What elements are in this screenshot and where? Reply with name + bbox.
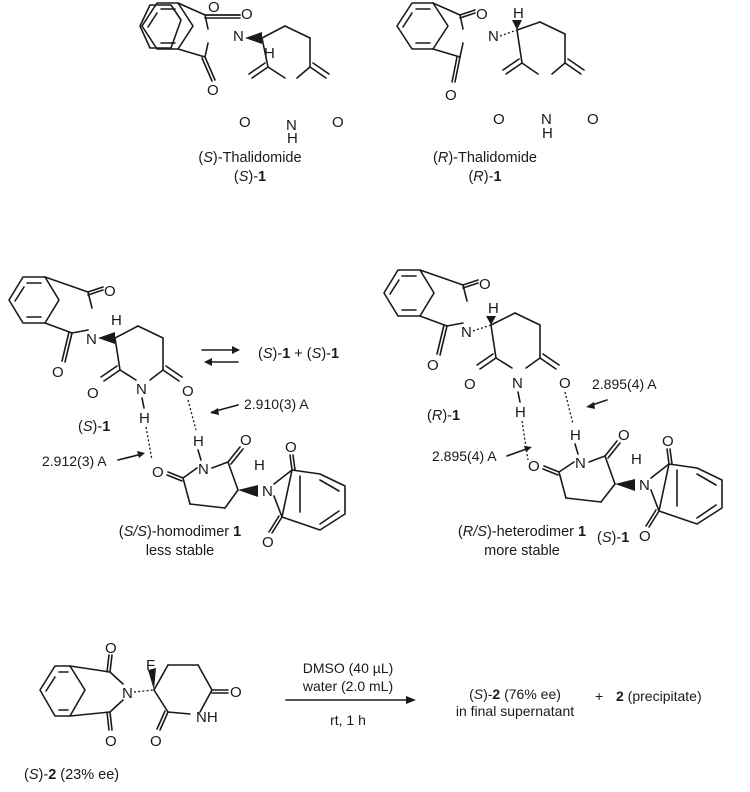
svg-text:O: O — [239, 114, 251, 131]
svg-text:O: O — [559, 375, 571, 392]
condition-dmso: DMSO (40 µL) — [302, 660, 394, 676]
svg-text:O: O — [207, 82, 219, 99]
r-thalidomide-label: (R)-Thalidomide (R)-1 — [405, 149, 565, 187]
svg-text:N: N — [461, 324, 472, 341]
svg-text:O: O — [476, 6, 488, 23]
svg-text:N: N — [488, 28, 499, 45]
heterodimer-hbond-distance-1: 2.895(4) A — [592, 376, 657, 392]
svg-text:H: H — [542, 125, 553, 142]
homodimer-stability: less stable — [145, 543, 215, 559]
svg-text:O: O — [152, 464, 164, 481]
product-label: (S)-2 (76% ee) in final supernatant — [445, 686, 585, 720]
svg-text:N: N — [198, 461, 209, 478]
svg-text:O: O — [639, 528, 651, 545]
heterodimer-name: (R/S)-heterodimer 1 — [457, 524, 587, 540]
svg-text:N: N — [541, 111, 552, 128]
svg-text:O: O — [240, 432, 252, 449]
svg-text:NH: NH — [196, 709, 218, 726]
svg-text:N: N — [639, 477, 650, 494]
heterodimer-r-monomer-label: (R)-1 — [427, 408, 461, 424]
svg-text:O: O — [87, 385, 99, 402]
homodimer-hbond-distance-1: 2.910(3) A — [244, 396, 309, 412]
svg-text:O: O — [464, 376, 476, 393]
svg-text:H: H — [513, 5, 524, 22]
reactant-label: (S)-2 (23% ee) — [24, 767, 120, 783]
s-thalidomide-id: (S)-1 — [233, 169, 267, 185]
byproduct-label: 2 (precipitate) — [616, 688, 702, 704]
svg-text:O: O — [493, 111, 505, 128]
svg-text:H: H — [264, 45, 275, 62]
svg-text:N: N — [512, 375, 523, 392]
svg-text:N: N — [86, 331, 97, 348]
r-thalidomide-name: (R)-Thalidomide — [433, 150, 537, 166]
svg-text:N: N — [122, 685, 133, 702]
homodimer-name: (S/S)-homodimer 1 — [118, 524, 242, 540]
svg-text:H: H — [631, 451, 642, 468]
svg-text:H: H — [193, 433, 204, 450]
svg-text:O: O — [230, 684, 242, 701]
svg-text:H: H — [287, 130, 298, 147]
svg-text:O: O — [427, 357, 439, 374]
svg-text:O: O — [105, 640, 117, 657]
reaction-conditions-below: rt, 1 h — [330, 712, 366, 728]
svg-text:H: H — [139, 410, 150, 427]
svg-text:O: O — [241, 6, 253, 23]
svg-text:O: O — [618, 427, 630, 444]
product-ee: (S)-2 (76% ee) — [469, 686, 561, 702]
svg-text:O: O — [285, 439, 297, 456]
svg-text:N: N — [286, 117, 297, 134]
svg-text:H: H — [570, 427, 581, 444]
svg-text:H: H — [254, 457, 265, 474]
svg-text:O: O — [182, 383, 194, 400]
homodimer-monomer-label: (S)-1 — [78, 419, 111, 435]
s-thalidomide-structure: O O O N O N H O H — [139, 0, 344, 147]
svg-text:O: O — [332, 114, 344, 131]
svg-text:O: O — [662, 433, 674, 450]
homodimer-hbond-distance-2: 2.912(3) A — [42, 453, 107, 469]
svg-text:H: H — [488, 300, 499, 317]
product-note: in final supernatant — [455, 703, 575, 719]
product-plus: + — [595, 688, 604, 704]
s-s-homodimer-structure: O O N H O N H O H N O O H — [8, 276, 346, 551]
svg-text:O: O — [587, 111, 599, 128]
svg-text:O: O — [528, 458, 540, 475]
heterodimer-s-monomer-label: (S)-1 — [597, 530, 630, 546]
svg-text:O: O — [150, 733, 162, 750]
svg-text:N: N — [575, 455, 586, 472]
svg-text:F: F — [146, 657, 155, 674]
svg-text:H: H — [111, 312, 122, 329]
condition-water: water (2.0 mL) — [302, 678, 394, 694]
svg-text:O: O — [105, 733, 117, 750]
svg-text:O: O — [104, 283, 116, 300]
svg-text:N: N — [233, 28, 244, 45]
r-s-heterodimer-structure: O O N H O N H O H N O O — [383, 269, 723, 545]
homodimer-title: (S/S)-homodimer 1 less stable — [100, 523, 260, 561]
svg-text:O: O — [208, 0, 220, 16]
svg-text:O: O — [479, 276, 491, 293]
heterodimer-title: (R/S)-heterodimer 1 more stable — [442, 523, 602, 561]
svg-text:O: O — [52, 364, 64, 381]
equilibrium-products: (S)-1 + (S)-1 — [258, 346, 340, 362]
s-thalidomide-label: (S)-Thalidomide (S)-1 — [170, 149, 330, 187]
svg-text:O: O — [262, 534, 274, 551]
heterodimer-hbond-distance-2: 2.895(4) A — [432, 448, 497, 464]
svg-text:N: N — [262, 483, 273, 500]
s-thalidomide-name: (S)-Thalidomide — [198, 150, 302, 166]
r-thalidomide-id: (R)-1 — [468, 169, 502, 185]
reaction-conditions-above: DMSO (40 µL) water (2.0 mL) — [288, 659, 408, 695]
heterodimer-stability: more stable — [484, 543, 560, 559]
svg-text:N: N — [136, 381, 147, 398]
s-2-fluoro-thalidomide-structure: O O N F O NH O — [39, 640, 416, 750]
r-thalidomide-structure: O O N H O N H O — [396, 2, 599, 142]
svg-text:O: O — [445, 87, 457, 104]
svg-text:H: H — [515, 404, 526, 421]
